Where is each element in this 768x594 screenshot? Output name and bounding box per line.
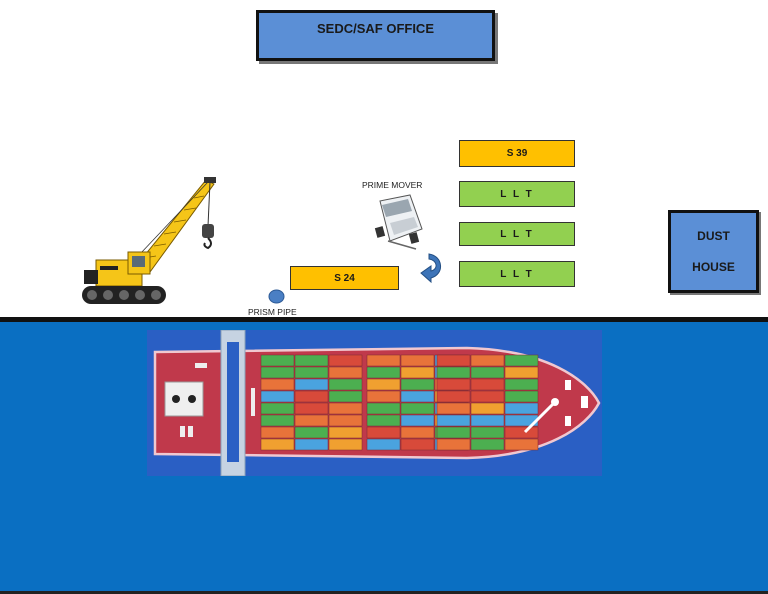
- quay-edge: [0, 317, 768, 322]
- slot-s39-label: S 39: [506, 148, 528, 159]
- dust-house-line1: DUST: [697, 229, 730, 244]
- container-ship-icon: [147, 330, 602, 476]
- pipe-circle-icon: [268, 289, 285, 304]
- slot-llt-3-label: L L T: [500, 268, 534, 280]
- slot-s39: S 39: [459, 140, 575, 167]
- slot-llt-2-label: L L T: [500, 228, 534, 240]
- slot-llt-2: L L T: [459, 222, 575, 246]
- office-label: SEDC/SAF OFFICE: [316, 21, 434, 36]
- slot-llt-3: L L T: [459, 261, 575, 287]
- sedc-saf-office-box: SEDC/SAF OFFICE: [256, 10, 495, 61]
- prime-mover-label: PRIME MOVER: [362, 180, 423, 190]
- sea-bottom-edge: [0, 591, 768, 594]
- curved-arrow-icon: [420, 253, 441, 284]
- prism-pipe-label: PRISM PIPE: [248, 307, 297, 317]
- slot-llt-1-label: L L T: [500, 188, 534, 200]
- prime-mover-truck-icon: [374, 194, 423, 250]
- dust-house-box: DUST HOUSE: [668, 210, 759, 293]
- slot-s24: S 24: [290, 266, 399, 290]
- slot-s24-label: S 24: [334, 272, 355, 284]
- slot-llt-1: L L T: [459, 181, 575, 207]
- dust-house-line2: HOUSE: [692, 259, 735, 274]
- crawler-crane-icon: [82, 177, 216, 304]
